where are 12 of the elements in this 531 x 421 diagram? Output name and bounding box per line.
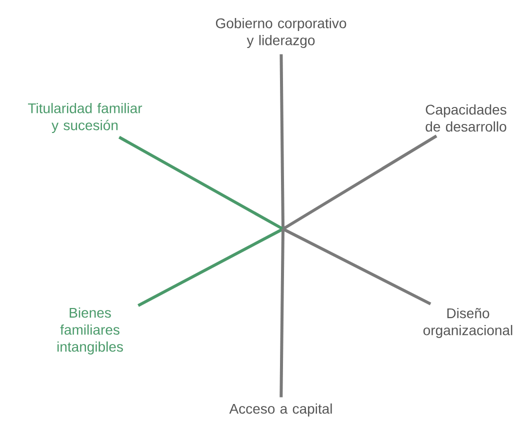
axis-label: Gobierno corporativo y liderazgo xyxy=(216,18,346,48)
axis-label: Acceso a capital xyxy=(229,403,332,416)
spoke-line xyxy=(118,136,284,230)
spoke-line xyxy=(282,134,438,230)
spoke-line xyxy=(282,228,432,306)
axis-label: Capacidades de desarrollo xyxy=(426,104,506,132)
spoke-line xyxy=(138,228,284,307)
axis-label: Titularidad familiar y sucesión xyxy=(28,102,142,134)
spoke-line xyxy=(280,228,284,398)
axis-label: Diseño organizacional xyxy=(423,308,512,338)
axis-label: Bienes familiares intangibles xyxy=(57,307,123,355)
spoke-line xyxy=(280,54,284,230)
